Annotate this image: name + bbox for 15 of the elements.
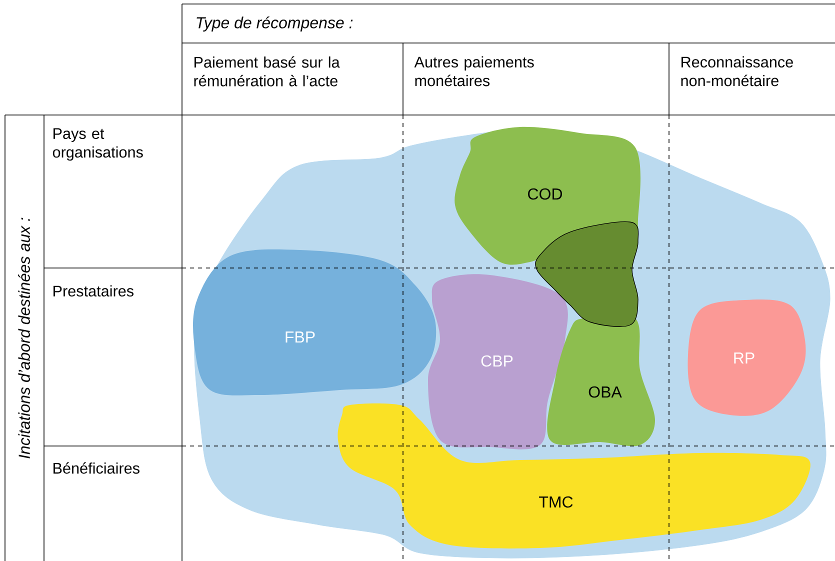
table-header: Pays et organisations (52, 128, 143, 161)
region-blob: TMC (338, 403, 810, 548)
region-blob: COD (454, 126, 640, 265)
table-header: Autres paiements monétaires (414, 56, 534, 86)
table-header: Paiement basé sur la rémunération à l’acte (194, 56, 340, 86)
table-header: Bénéficiaires (54, 462, 140, 474)
table-header: Reconnaissance non-monétaire (681, 56, 793, 86)
table-heading: Incitations d’abord destinées aux : (18, 218, 30, 458)
region-blob: OBA (547, 314, 655, 446)
region-blob: FBP (193, 249, 436, 396)
region-blob: RP (688, 299, 806, 416)
table-heading: Type de récompense : (196, 16, 353, 32)
table-header: Prestataires (54, 285, 134, 297)
overlap-region (535, 221, 639, 327)
region-blob: CBP (428, 274, 568, 450)
